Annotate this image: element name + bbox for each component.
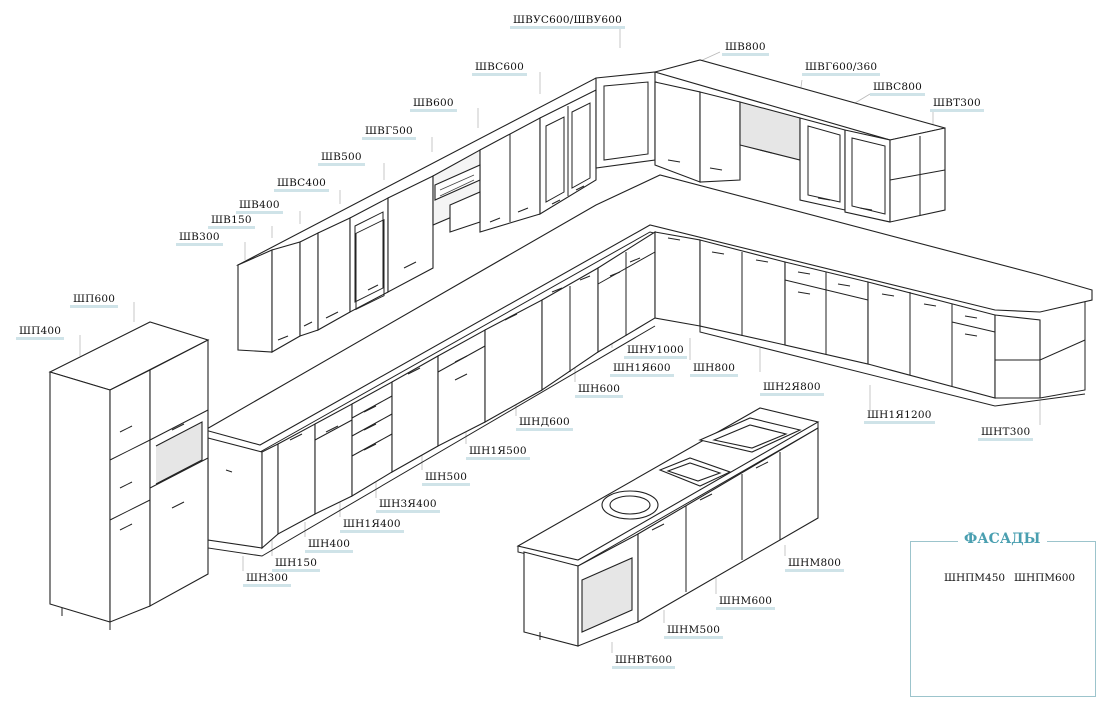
label-shv300: ШВ300 [176, 230, 223, 246]
label-shnt300: ШНТ300 [978, 425, 1034, 441]
label-shnvt600: ШНВТ600 [612, 653, 676, 669]
label-shn1ya1200: ШН1Я1200 [864, 408, 935, 424]
label-shnu1000: ШНУ1000 [624, 343, 687, 359]
wall-cabinets-right [652, 59, 946, 223]
label-shv400: ШВ400 [236, 198, 283, 214]
label-shvs400: ШВС400 [274, 176, 329, 192]
label-shv500: ШВ500 [318, 150, 365, 166]
label-shn1ya600: ШН1Я600 [610, 361, 674, 377]
label-shvg500: ШВГ500 [362, 124, 416, 140]
legend-title: ФАСАДЫ [958, 531, 1047, 547]
label-shvg600: ШВГ600/360 [802, 60, 881, 76]
label-shn800: ШН800 [690, 361, 739, 377]
label-shn500: ШН500 [422, 470, 471, 486]
label-shn150: ШН150 [272, 556, 321, 572]
label-shp400: ШП400 [16, 324, 65, 340]
base-cabinets-left [207, 231, 656, 557]
label-shn3ya400: ШН3Я400 [376, 497, 440, 513]
label-shn400: ШН400 [305, 537, 354, 553]
label-shnm600: ШНМ600 [716, 594, 776, 610]
legend-box [910, 541, 1096, 697]
label-shv800: ШВ800 [722, 40, 769, 56]
label-shv600: ШВ600 [410, 96, 457, 112]
label-shv150: ШВ150 [208, 213, 255, 229]
label-shnm500: ШНМ500 [664, 623, 724, 639]
label-shp600: ШП600 [70, 292, 119, 308]
label-shn600: ШН600 [575, 382, 624, 398]
tall-cabinets [48, 321, 210, 630]
label-shnm800: ШНМ800 [785, 556, 845, 572]
wall-cabinets-left [235, 77, 657, 353]
label-shvs600: ШВС600 [472, 60, 527, 76]
base-cabinets-right [654, 231, 1086, 407]
island [516, 407, 820, 647]
label-shvt300: ШВТ300 [930, 96, 984, 112]
wall-corner-cabinet [595, 71, 656, 169]
label-shn300: ШН300 [243, 571, 292, 587]
label-shn1ya500: ШН1Я500 [466, 444, 530, 460]
label-shn2ya800: ШН2Я800 [760, 380, 824, 396]
legend-item-shpm450: ШНПМ450 [944, 572, 1006, 584]
label-shvus600: ШВУС600/ШВУ600 [510, 13, 626, 29]
label-shvs800: ШВС800 [870, 80, 925, 96]
legend-item-shpm600: ШНПМ600 [1014, 572, 1076, 584]
label-shnd600: ШНД600 [516, 415, 573, 431]
label-shn1ya400: ШН1Я400 [340, 517, 404, 533]
